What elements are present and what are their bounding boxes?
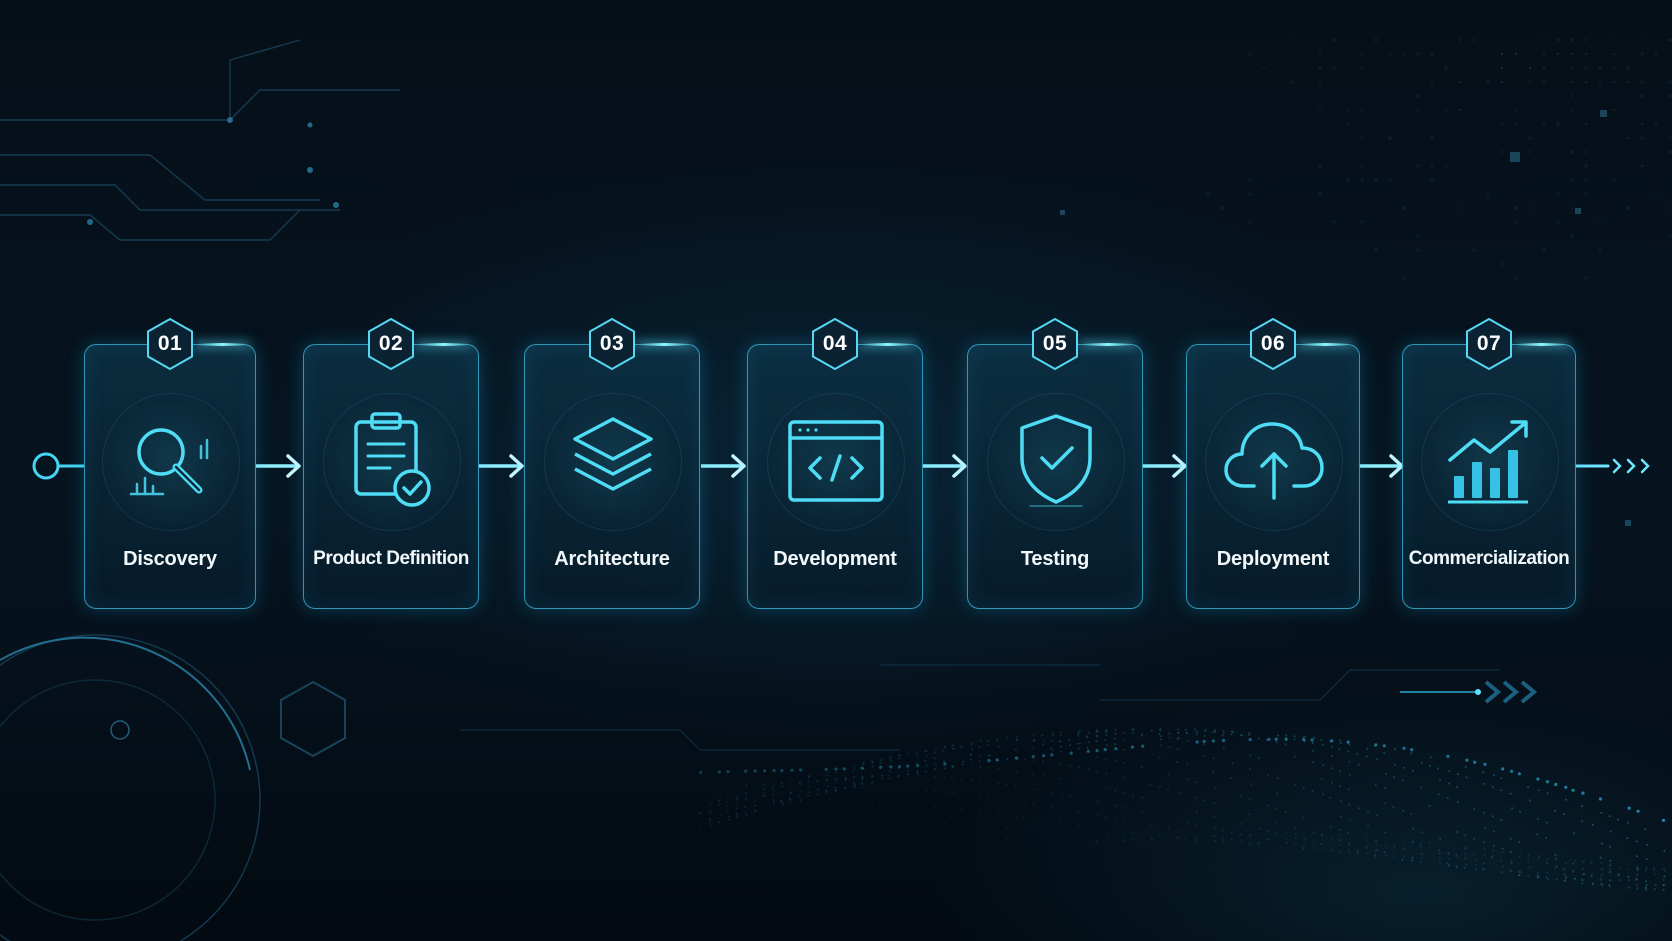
growth-chart-icon — [1448, 420, 1528, 504]
step-label: Commercialization — [1408, 548, 1570, 569]
step-number-badge: 05 — [1030, 317, 1080, 371]
step-number-badge: 03 — [587, 317, 637, 371]
start-node — [32, 452, 60, 480]
clipboard-check-icon — [354, 412, 431, 507]
arrow-icon — [1142, 454, 1187, 478]
arrow-icon — [1359, 454, 1404, 478]
arrow-icon — [256, 454, 301, 478]
arrow-icon — [922, 454, 967, 478]
step-card-architecture: 03 Architecture — [524, 317, 700, 609]
step-number-badge: 02 — [366, 317, 416, 371]
step-label: Product Definition — [313, 548, 469, 569]
step-number: 04 — [822, 332, 848, 355]
step-card-commercialization: 07 Commercialization — [1402, 317, 1576, 609]
step-number: 07 — [1476, 332, 1502, 355]
step-number: 02 — [378, 332, 404, 355]
step-card-testing: 05 Testing — [967, 317, 1143, 609]
step-card-discovery: 01 Discovery — [84, 317, 256, 609]
step-label: Testing — [1020, 548, 1090, 570]
layers-icon — [573, 417, 653, 491]
step-number-badge: 04 — [810, 317, 860, 371]
step-number: 01 — [157, 332, 183, 355]
step-number: 03 — [599, 332, 625, 355]
step-label: Discovery — [123, 548, 217, 570]
code-window-icon — [788, 420, 884, 502]
shield-check-icon — [1020, 414, 1092, 507]
step-card-development: 04 Development — [747, 317, 923, 609]
step-number-badge: 07 — [1464, 317, 1514, 371]
step-number: 06 — [1260, 332, 1286, 355]
step-card-product-definition: 02 Product Definition — [303, 317, 479, 609]
step-label: Deployment — [1216, 548, 1330, 570]
cloud-upload-icon — [1224, 422, 1324, 500]
arrow-icon — [479, 454, 524, 478]
arrow-icon — [701, 454, 746, 478]
step-number: 05 — [1042, 332, 1068, 355]
magnifier-chart-icon — [129, 428, 209, 496]
step-card-deployment: 06 Deployment — [1186, 317, 1360, 609]
end-chevrons — [1574, 458, 1650, 474]
step-number-badge: 06 — [1248, 317, 1298, 371]
step-label: Architecture — [554, 548, 670, 570]
step-number-badge: 01 — [145, 317, 195, 371]
step-label: Development — [773, 548, 897, 570]
